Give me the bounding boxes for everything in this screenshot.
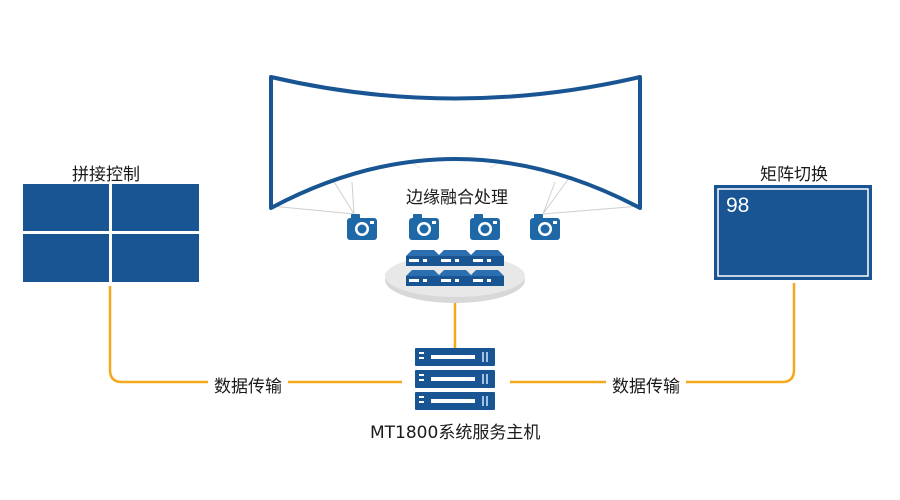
server-rack-icon: [415, 348, 495, 410]
splice-video-wall: [23, 184, 199, 282]
projector-camera-icon: [347, 214, 377, 240]
edge-blending-label: 边缘融合处理: [406, 188, 508, 208]
left-connection-line: [108, 286, 402, 384]
matrix-switch-label: 矩阵切换: [760, 165, 828, 185]
data-transfer-label-right: 数据传输: [606, 372, 686, 397]
right-connection-line: [510, 283, 796, 384]
matrix-display-screen: [714, 185, 872, 280]
curved-projection-screen: [269, 75, 642, 215]
projector-camera-icon: [409, 214, 439, 240]
data-transfer-label-left: 数据传输: [208, 372, 288, 397]
splice-control-label: 拼接控制: [72, 165, 140, 185]
projector-camera-icon: [530, 214, 560, 240]
processor-units: [406, 250, 504, 286]
projector-camera-icon: [470, 214, 500, 240]
matrix-screen-value: 98: [726, 194, 750, 217]
host-server-label: MT1800系统服务主机: [370, 423, 541, 443]
